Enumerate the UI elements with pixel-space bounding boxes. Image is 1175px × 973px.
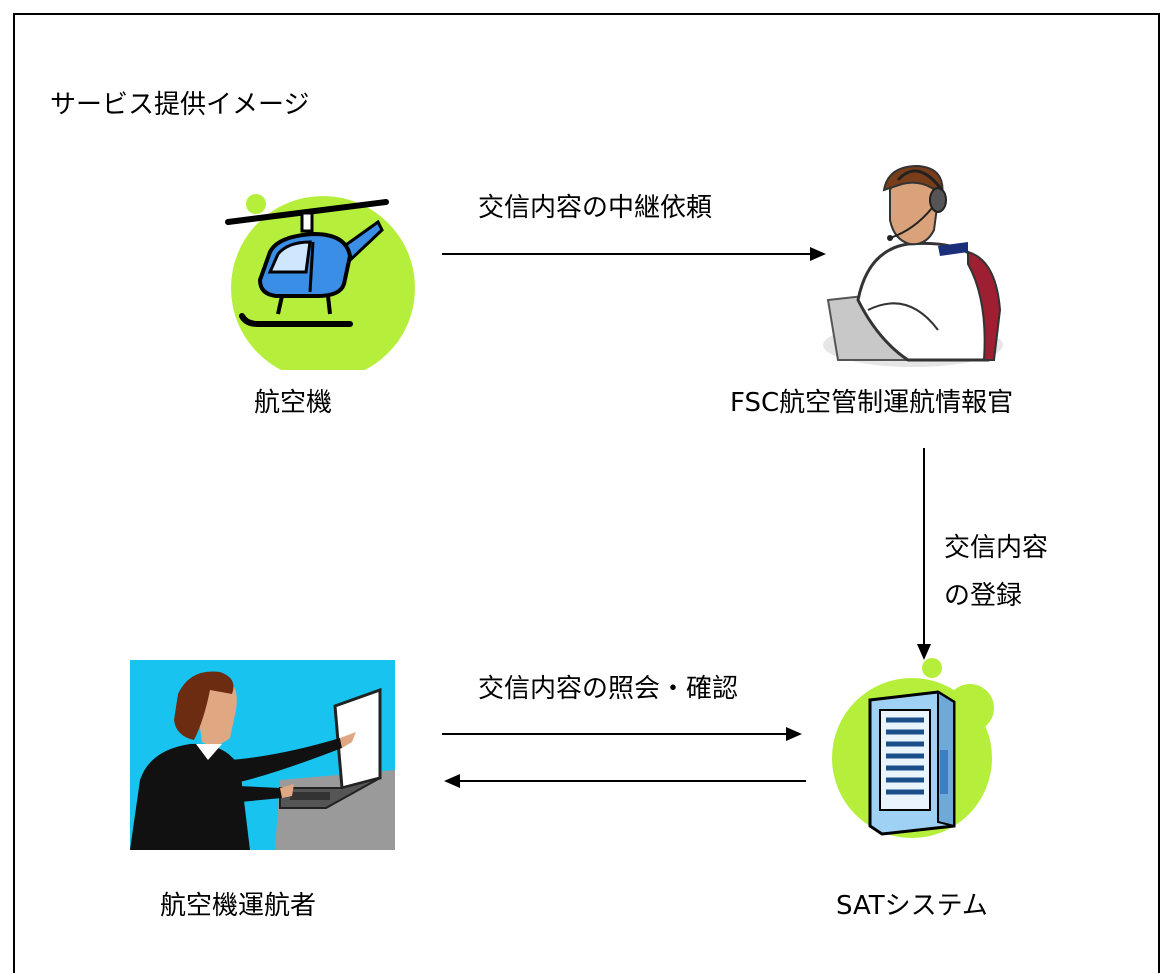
laptop-user-icon [130, 660, 395, 850]
sat-system-node [820, 650, 1000, 840]
registration-label-line1: 交信内容 [944, 533, 1049, 563]
controller-headset-icon [823, 164, 1003, 367]
inquiry-label: 交信内容の照会・確認 [478, 674, 739, 704]
operator-label: 航空機運航者 [160, 891, 317, 921]
operator-node [130, 660, 395, 850]
helicopter-icon [225, 194, 415, 370]
diagram-title: サービス提供イメージ [50, 90, 310, 120]
fsc-officer-node [818, 160, 1008, 370]
diagram-frame [13, 13, 1160, 973]
registration-label-line2: の登録 [944, 581, 1023, 611]
server-rack-icon [832, 658, 994, 838]
sat-system-label: SATシステム [836, 891, 988, 921]
relay-request-label: 交信内容の中継依頼 [478, 193, 713, 223]
fsc-officer-label: FSC航空管制運航情報官 [730, 388, 1014, 418]
aircraft-label: 航空機 [254, 388, 333, 418]
aircraft-node [218, 180, 418, 370]
